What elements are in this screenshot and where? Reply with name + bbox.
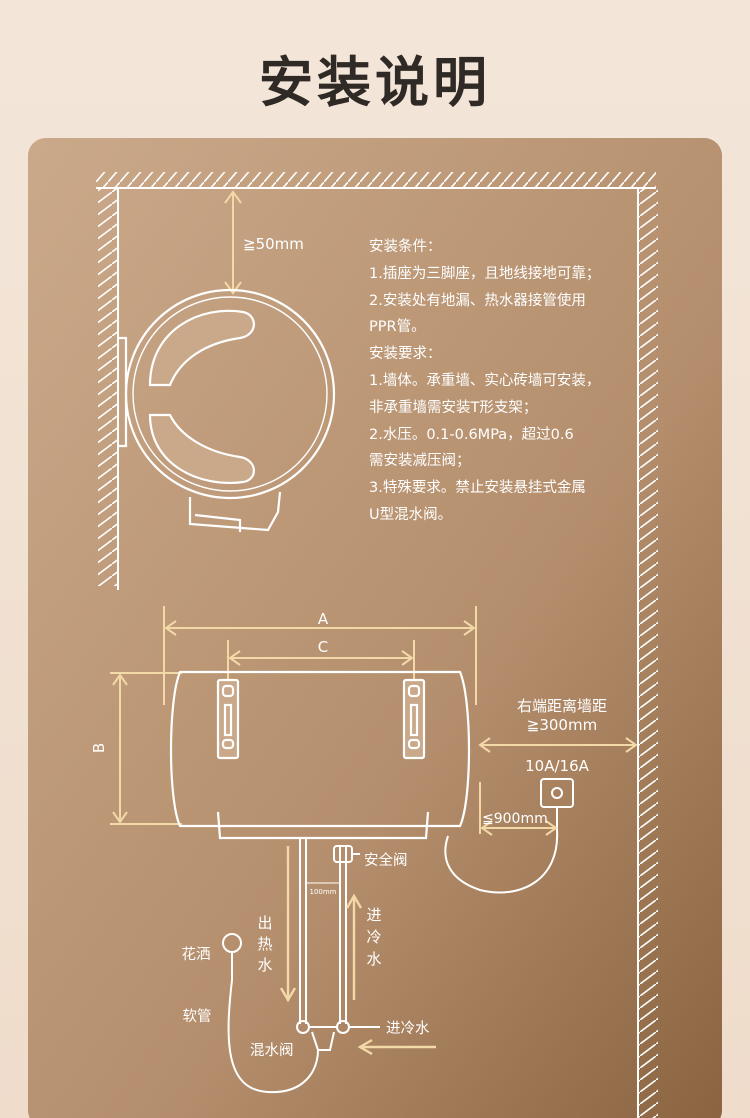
hose-label: 软管 bbox=[183, 1008, 212, 1025]
dimension-c-label: C bbox=[318, 638, 328, 656]
ceiling-wall bbox=[96, 172, 656, 189]
top-clearance-dimension bbox=[224, 190, 242, 295]
hot-water-out-char-3: 水 bbox=[257, 956, 272, 974]
dimension-a bbox=[163, 606, 477, 705]
cold-water-in-char-2: 冷 bbox=[366, 928, 381, 946]
dimension-b bbox=[110, 672, 182, 825]
hot-water-out-char-2: 热 bbox=[257, 935, 272, 953]
note-line: 2.安装处有地漏、热水器接管使用 bbox=[369, 292, 586, 309]
heater-front-view bbox=[169, 670, 471, 840]
installation-notes: 安装条件： 1.插座为三脚座，且地线接地可靠； 2.安装处有地漏、热水器接管使用… bbox=[369, 234, 669, 529]
left-wall bbox=[98, 188, 119, 590]
note-line: 安装条件： bbox=[369, 239, 442, 255]
note-line: 需安装减压阀； bbox=[369, 453, 471, 470]
hot-water-flow-arrow bbox=[279, 846, 297, 1003]
page-title: 安装说明 bbox=[259, 51, 491, 114]
socket-rating-label: 10A/16A bbox=[525, 757, 589, 775]
safety-valve-label: 安全阀 bbox=[364, 851, 408, 869]
right-wall bbox=[637, 188, 658, 1118]
right-clearance-dimension bbox=[478, 737, 638, 753]
mixing-valve bbox=[296, 1020, 380, 1051]
right-clearance-label-line1: 右端距离墙距 bbox=[517, 697, 607, 715]
heater-side-view bbox=[118, 288, 336, 532]
note-line: 3.特殊要求。禁止安装悬挂式金属 bbox=[369, 480, 586, 497]
cold-water-inlet-arrow bbox=[357, 1038, 436, 1056]
hot-water-out-char-1: 出 bbox=[257, 914, 272, 932]
socket-distance-dimension bbox=[479, 782, 558, 836]
right-clearance-label-line2: ≧300mm bbox=[527, 716, 597, 734]
top-clearance-label: ≧50mm bbox=[243, 235, 304, 253]
note-line: 1.插座为三脚座，且地线接地可靠； bbox=[369, 265, 601, 282]
cold-water-in-char-3: 水 bbox=[366, 950, 381, 968]
shower-label: 花洒 bbox=[182, 946, 211, 963]
cold-water-in-label: 进冷水 bbox=[386, 1020, 430, 1037]
note-line: 2.水压。0.1-0.6MPa，超过0.6 bbox=[369, 426, 574, 443]
cold-water-flow-arrow-vertical bbox=[345, 893, 363, 1000]
shower-head bbox=[222, 933, 319, 1094]
note-line: 1.墙体。承重墙、实心砖墙可安装， bbox=[369, 372, 601, 389]
socket-distance-label: ≦900mm bbox=[482, 811, 548, 827]
cold-water-in-char-1: 进 bbox=[366, 906, 381, 924]
dimension-a-label: A bbox=[318, 610, 329, 628]
power-socket bbox=[444, 778, 574, 894]
dimension-c bbox=[227, 640, 415, 680]
note-line: 安装要求： bbox=[369, 346, 442, 363]
note-line: 非承重墙需安装T形支架； bbox=[369, 399, 538, 416]
pipe-spacing-label: 100mm bbox=[310, 888, 337, 896]
dimension-b-label: B bbox=[90, 743, 108, 753]
mixing-valve-label: 混水阀 bbox=[250, 1042, 294, 1059]
note-line: U型混水阀。 bbox=[369, 506, 453, 523]
note-line: PPR管。 bbox=[369, 319, 426, 336]
water-pipes bbox=[299, 838, 360, 1024]
